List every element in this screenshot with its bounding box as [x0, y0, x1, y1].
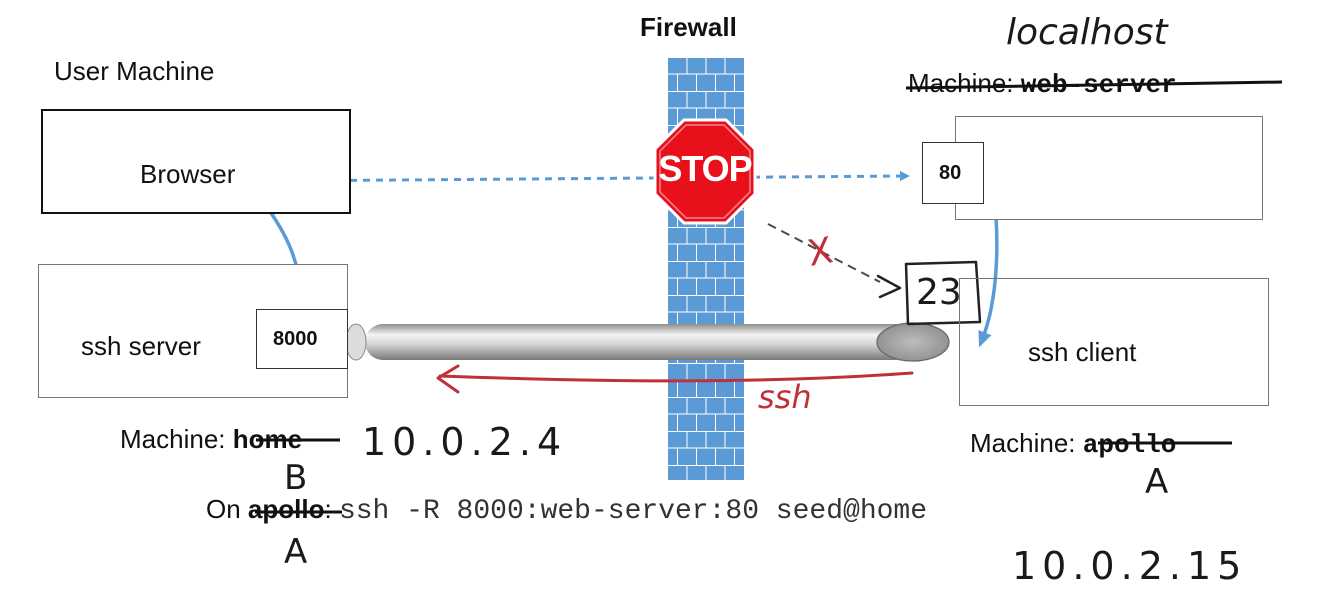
- port-8000-box: 8000: [256, 309, 348, 369]
- user-machine-label: User Machine: [54, 56, 215, 86]
- port-8000-label: 8000: [273, 328, 318, 350]
- command-separator: :: [324, 494, 339, 524]
- command-handwritten-letter: A: [284, 532, 308, 572]
- home-machine-name: home: [232, 424, 303, 454]
- strike-web-server: [905, 80, 1283, 90]
- blocked-telnet-line: [767, 223, 881, 283]
- blocked-http-arrow: [271, 171, 910, 183]
- ssh-arrow-head: [436, 364, 460, 394]
- browser-label: Browser: [140, 159, 236, 189]
- port-23-box: [904, 260, 982, 326]
- web-server-caption: Machine: web-server: [908, 68, 1177, 100]
- home-machine-prefix: Machine:: [120, 424, 233, 454]
- apollo-handwritten-letter: A: [1145, 462, 1169, 502]
- home-handwritten-letter: B: [284, 458, 308, 498]
- port-80-label: 80: [939, 162, 962, 184]
- apollo-machine-caption: Machine: apollo: [970, 428, 1176, 460]
- apollo-handwritten-ip: 10.0.2.15: [1012, 544, 1248, 588]
- firewall-title: Firewall: [640, 12, 737, 42]
- web-server-prefix: Machine:: [908, 68, 1021, 98]
- stop-sign: [653, 118, 757, 225]
- stop-sign-label: STOP: [658, 148, 752, 189]
- browser-box[interactable]: Browser: [41, 109, 351, 214]
- web-server-name: web-server: [1020, 70, 1177, 100]
- command-host: apollo: [247, 494, 325, 524]
- ssh-tunnel-label: ssh: [758, 378, 812, 416]
- port-23-handwritten: 23: [916, 272, 962, 313]
- command-line: On apollo: ssh -R 8000:web-server:80 see…: [206, 494, 927, 527]
- home-handwritten-ip: 10.0.2.4: [362, 420, 568, 464]
- home-machine-caption: Machine: home: [120, 424, 302, 455]
- apollo-machine-prefix: Machine:: [970, 428, 1083, 458]
- ssh-server-label: ssh server: [81, 331, 201, 361]
- ssh-direction-arrow: [438, 371, 914, 383]
- command-text: ssh -R 8000:web-server:80 seed@home: [338, 496, 928, 527]
- web-server-box: [955, 116, 1263, 220]
- ssh-tunnel: [345, 322, 950, 362]
- apollo-machine-name: apollo: [1082, 430, 1177, 460]
- port-80-box: 80: [922, 142, 984, 204]
- ssh-client-box: ssh client: [959, 278, 1269, 406]
- localhost-note: localhost: [1006, 12, 1168, 53]
- ssh-client-label: ssh client: [1028, 337, 1137, 367]
- command-prefix: On: [206, 494, 248, 524]
- port-23-arrow-head: [876, 274, 902, 299]
